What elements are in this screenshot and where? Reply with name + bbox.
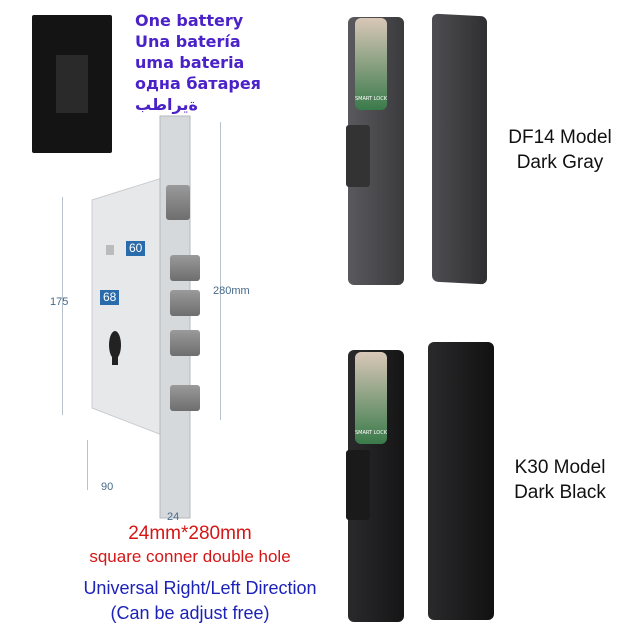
k30-model-name: K30 Model	[514, 457, 606, 478]
battery-text-ar: ةيراطب	[135, 95, 198, 114]
spec-hole: square conner double hole	[89, 547, 291, 566]
battery-image	[32, 15, 112, 153]
battery-text-pt: uma bateria	[135, 53, 245, 72]
battery-text-es: Una batería	[135, 32, 241, 51]
df14-model-color: Dark Gray	[516, 152, 604, 173]
dimension-175: 175	[50, 296, 69, 308]
df14-screen-label: SMART LOCK	[355, 96, 387, 102]
dimension-90: 90	[101, 481, 114, 493]
k30-screen-label: SMART LOCK	[355, 430, 387, 436]
battery-text-ru: одна батарея	[135, 74, 261, 93]
dimension-68: 68	[100, 290, 120, 305]
direction-note: (Can be adjust free)	[110, 603, 270, 623]
dimension-280: 280mm	[213, 285, 250, 297]
df14-lock-image: SMART LOCK	[340, 12, 500, 287]
k30-model-color: Dark Black	[514, 482, 606, 503]
spec-size: 24mm*280mm	[128, 523, 252, 544]
dimension-24: 24	[167, 511, 180, 523]
battery-text-en: One battery	[135, 11, 244, 30]
df14-model-name: DF14 Model	[508, 127, 612, 148]
dimension-60: 60	[126, 241, 146, 256]
k30-lock-image: SMART LOCK	[340, 340, 500, 625]
direction-text: Universal Right/Left Direction	[83, 578, 317, 598]
